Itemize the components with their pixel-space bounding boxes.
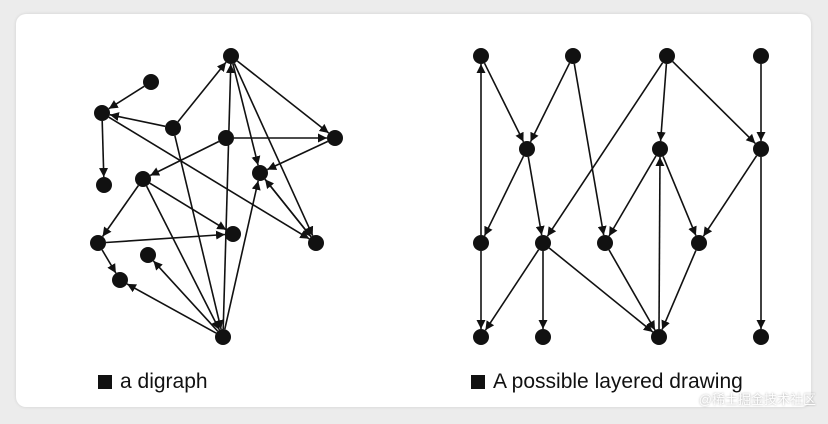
digraph-node — [215, 329, 231, 345]
digraph-node — [223, 48, 239, 64]
digraph-node — [218, 130, 234, 146]
digraph-edge — [109, 112, 166, 128]
digraph-node — [90, 235, 106, 251]
digraph-edge — [126, 283, 217, 334]
right-caption-text: A possible layered drawing — [493, 370, 743, 393]
digraph-edge — [149, 140, 220, 177]
digraph-edge — [177, 61, 227, 123]
layered-node — [753, 329, 769, 345]
layered-node — [659, 48, 675, 64]
layered-node — [597, 235, 613, 251]
digraph-node — [135, 171, 151, 187]
digraph-edge — [233, 62, 314, 237]
layered-edge — [608, 155, 657, 237]
digraph-node — [327, 130, 343, 146]
layered-node — [473, 235, 489, 251]
digraph-edge — [145, 185, 221, 331]
layered-node — [651, 329, 667, 345]
digraph-edge — [99, 120, 109, 178]
layered-edge — [655, 156, 665, 330]
digraph-edge — [108, 116, 310, 240]
layered-edge — [608, 249, 656, 331]
layered-edge — [672, 61, 756, 144]
digraph-edge — [232, 63, 261, 166]
right-caption: A possible layered drawing — [471, 370, 743, 394]
square-bullet-icon — [471, 375, 485, 389]
layered-node — [565, 48, 581, 64]
layered-node — [691, 235, 707, 251]
left-caption: a digraph — [98, 370, 208, 394]
nodes — [90, 48, 769, 345]
layered-edge — [546, 62, 664, 237]
layered-edge — [656, 63, 668, 142]
layered-edge — [548, 247, 654, 333]
digraph-edge — [224, 180, 261, 330]
digraph-edge — [236, 60, 330, 134]
digraph-node — [225, 226, 241, 242]
digraph-edge — [108, 85, 145, 110]
layered-node — [535, 235, 551, 251]
layered-edge — [527, 156, 545, 236]
layered-node — [753, 48, 769, 64]
digraph-node — [252, 165, 268, 181]
digraph-edge — [152, 260, 219, 332]
digraph-edge — [101, 249, 117, 274]
layered-node — [535, 329, 551, 345]
digraph-node — [143, 74, 159, 90]
digraph-node — [94, 105, 110, 121]
layered-edge — [483, 155, 525, 237]
layered-edge — [573, 63, 607, 236]
layered-edge — [662, 156, 697, 236]
digraph-node — [308, 235, 324, 251]
layered-node — [519, 141, 535, 157]
digraph-node — [112, 272, 128, 288]
left-caption-text: a digraph — [120, 370, 208, 393]
square-bullet-icon — [98, 375, 112, 389]
digraph-edge — [101, 185, 140, 237]
digraph-edge — [264, 178, 312, 238]
digraph-edge — [174, 135, 224, 330]
digraph-edge — [222, 63, 236, 330]
layered-node — [473, 48, 489, 64]
layered-edge — [702, 155, 758, 237]
watermark: @稀土掘金技术社区 — [698, 392, 816, 407]
layered-edge — [529, 62, 571, 143]
digraph-edge — [266, 140, 329, 171]
digraph-node — [165, 120, 181, 136]
digraph-node — [140, 247, 156, 263]
edges — [99, 60, 766, 334]
digraph-edge — [149, 182, 227, 231]
layered-edge — [484, 249, 540, 331]
layered-node — [473, 329, 489, 345]
digraph-edge — [105, 230, 226, 244]
digraph-node — [96, 177, 112, 193]
layered-node — [652, 141, 668, 157]
layered-edge — [483, 62, 525, 143]
layered-node — [753, 141, 769, 157]
layered-edge — [661, 250, 697, 330]
